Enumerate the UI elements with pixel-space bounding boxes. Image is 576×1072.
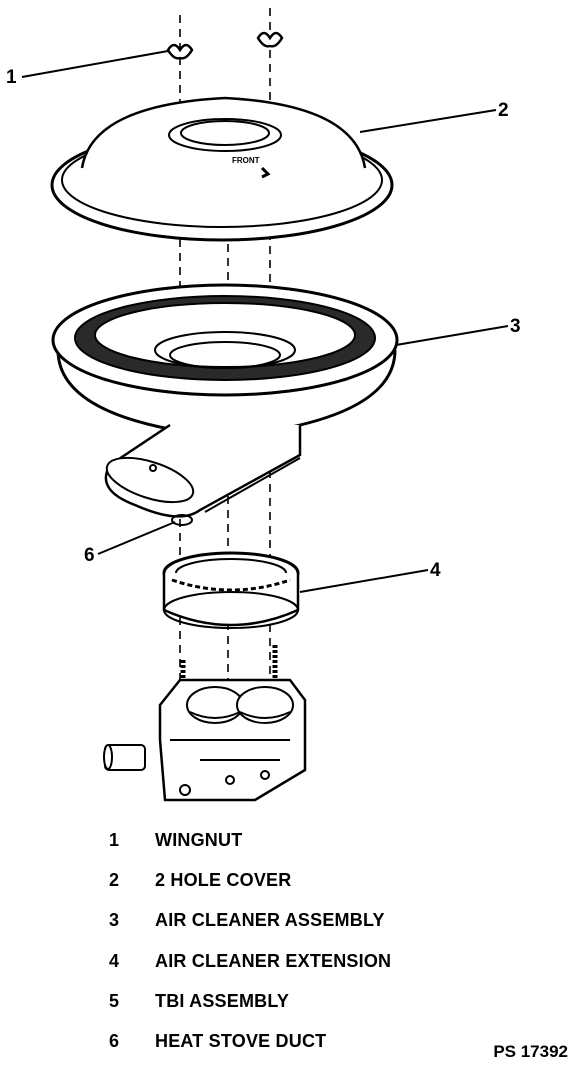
legend-item: 5 TBI ASSEMBLY xyxy=(0,991,576,1015)
legend-label: AIR CLEANER EXTENSION xyxy=(155,951,392,971)
legend-item: 3 AIR CLEANER ASSEMBLY xyxy=(0,910,576,934)
legend-item: 6 HEAT STOVE DUCT xyxy=(0,1031,576,1055)
leader-lines xyxy=(21,50,509,593)
callout-1: 1 xyxy=(6,67,17,88)
legend-item: 4 AIR CLEANER EXTENSION xyxy=(0,951,576,975)
legend-item: 1 WINGNUT xyxy=(0,830,576,854)
legend-number: 3 xyxy=(109,910,120,930)
wingnut-part xyxy=(166,31,284,60)
legend-label: TBI ASSEMBLY xyxy=(155,991,290,1011)
tbi-assembly-part xyxy=(103,645,307,802)
legend-item: 2 2 HOLE COVER xyxy=(0,870,576,894)
two-hole-cover-part: FRONT xyxy=(50,96,394,242)
legend-number: 5 xyxy=(109,991,120,1011)
legend-number: 1 xyxy=(109,830,120,850)
parts-legend: 1 WINGNUT 2 2 HOLE COVER 3 AIR CLEANER A… xyxy=(0,820,576,1072)
callout-6: 6 xyxy=(84,545,95,566)
legend-number: 6 xyxy=(109,1031,120,1051)
air-cleaner-assembly-part xyxy=(51,283,399,526)
legend-label: WINGNUT xyxy=(155,830,243,850)
exploded-view-diagram: FRONT xyxy=(21,8,509,802)
figure-id: PS 17392 xyxy=(493,1042,568,1061)
air-cleaner-extension-part xyxy=(162,551,300,629)
callout-2: 2 xyxy=(498,100,509,121)
callout-4: 4 xyxy=(430,560,441,581)
legend-number: 2 xyxy=(109,870,120,890)
legend-label: 2 HOLE COVER xyxy=(155,870,292,890)
legend-label: HEAT STOVE DUCT xyxy=(155,1031,327,1051)
callout-3: 3 xyxy=(510,316,521,337)
legend-label: AIR CLEANER ASSEMBLY xyxy=(155,910,385,930)
heat-stove-duct-part xyxy=(104,423,302,518)
legend-number: 4 xyxy=(109,951,120,971)
cover-front-marking: FRONT xyxy=(232,156,260,165)
